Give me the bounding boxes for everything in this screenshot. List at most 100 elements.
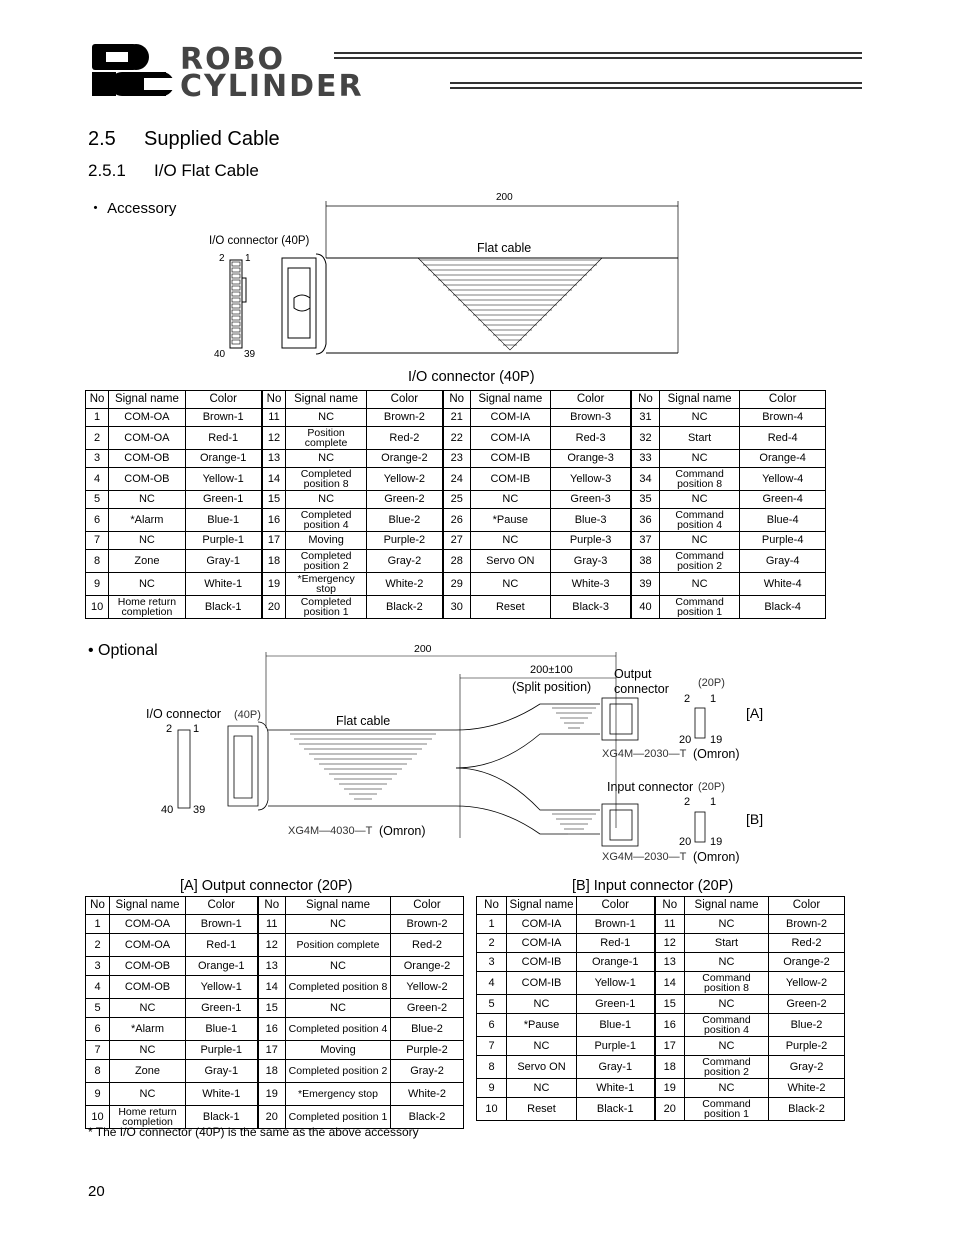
signal-name-cell: Command position 1 (684, 1097, 769, 1121)
pin-number-cell: 7 (84, 531, 110, 550)
column-header: Signal name (469, 390, 552, 409)
pin-number-cell: 13 (256, 956, 286, 976)
wire-color-cell: Yellow-2 (768, 971, 845, 995)
wire-color-cell: Yellow-4 (739, 467, 826, 491)
pin-number-cell: 34 (630, 467, 660, 491)
pin-number-cell: 5 (85, 998, 110, 1018)
signal-name-cell: Start (658, 426, 741, 450)
pin-number-cell: 26 (441, 508, 471, 532)
wire-color-cell: Orange-2 (365, 449, 444, 468)
signal-name-cell: Servo ON (506, 1055, 577, 1079)
signal-name-cell: COM-IA (506, 933, 577, 953)
wire-color-cell: Green-3 (550, 490, 632, 509)
pin-number-cell: 9 (85, 1082, 110, 1106)
pin-number-cell: 18 (256, 1059, 286, 1083)
pin-number-cell: 6 (84, 508, 110, 532)
column-header: Color (550, 390, 632, 409)
pin-number-cell: 13 (653, 952, 685, 972)
signal-name-cell: Command position 2 (684, 1055, 769, 1079)
wire-color-cell: Red-1 (576, 933, 655, 953)
pin-number-cell: 12 (260, 426, 287, 450)
column-header: No (653, 896, 685, 915)
column-header: No (441, 390, 471, 409)
column-header: Signal name (506, 896, 577, 915)
pin-number-cell: 19 (260, 572, 287, 596)
pin-number-cell: 36 (630, 508, 660, 532)
wire-color-cell: Green-1 (185, 998, 258, 1018)
pin-number-cell: 4 (84, 467, 110, 491)
signal-name-cell: NC (684, 1078, 769, 1098)
pin-number-cell: 20 (653, 1097, 685, 1121)
section-number: 2.5 (88, 128, 116, 150)
accessory-dim-length: 200 (496, 192, 513, 203)
wire-color-cell: White-2 (768, 1078, 845, 1098)
accessory-connector-label: I/O connector (40P) (209, 235, 310, 247)
wire-color-cell: Orange-1 (576, 952, 655, 972)
column-header: Color (185, 896, 258, 915)
out-pin-20: 20 (679, 734, 692, 746)
wire-color-cell: Blue-3 (550, 508, 632, 532)
pin-number-cell: 32 (630, 426, 660, 450)
wire-color-cell: Gray-1 (576, 1055, 655, 1079)
pin-number-cell: 2 (84, 426, 110, 450)
out-pin-19: 19 (710, 734, 723, 746)
wire-color-cell: Gray-1 (184, 549, 263, 573)
pin-number-cell: 15 (260, 490, 287, 509)
wire-color-cell: Green-2 (768, 994, 845, 1014)
signal-name-cell: Home return completion (109, 1105, 186, 1129)
wire-color-cell: Red-1 (184, 426, 263, 450)
wire-color-cell: Red-2 (768, 933, 845, 953)
accessory-cable-drawing (229, 201, 679, 355)
signal-name-cell: Completed position 2 (285, 549, 367, 573)
signal-name-cell: Reset (469, 595, 552, 619)
pin-number-cell: 33 (630, 449, 660, 468)
signal-name-cell: COM-IB (506, 971, 577, 995)
pin-number-cell: 11 (653, 914, 685, 934)
signal-name-cell: NC (506, 1078, 577, 1098)
wire-color-cell: Purple-1 (185, 1040, 258, 1060)
pin-number-cell: 11 (256, 914, 286, 934)
accessory-bullet: ・ Accessory (88, 200, 177, 217)
pin-number-cell: 1 (84, 408, 110, 427)
signal-name-cell: Completed position 1 (285, 1105, 391, 1129)
pin-number-cell: 21 (441, 408, 471, 427)
wire-color-cell: Red-4 (739, 426, 826, 450)
output-pins-label: (20P) (698, 677, 725, 689)
signal-name-cell: NC (684, 1036, 769, 1056)
pin-number-cell: 39 (630, 572, 660, 596)
wire-color-cell: Black-3 (550, 595, 632, 619)
signal-name-cell: NC (684, 994, 769, 1014)
wire-color-cell: Blue-1 (185, 1017, 258, 1041)
omron-20a: (Omron) (693, 747, 740, 761)
accessory-pin-40: 40 (214, 349, 226, 360)
signal-name-cell: Command position 8 (658, 467, 741, 491)
pin-number-cell: 15 (256, 998, 286, 1018)
pin-number-cell: 7 (476, 1036, 507, 1056)
subsection-number: 2.5.1 (88, 161, 126, 180)
io-connector-label: I/O connector (146, 707, 222, 721)
pin-number-cell: 3 (84, 449, 110, 468)
pin-number-cell: 4 (85, 975, 110, 999)
wire-color-cell: Purple-4 (739, 531, 826, 550)
pin-number-cell: 40 (630, 595, 660, 619)
pin-number-cell: 37 (630, 531, 660, 550)
table-a-title: [A] Output connector (20P) (180, 878, 353, 894)
wire-color-cell: Black-1 (184, 595, 263, 619)
signal-name-cell: *Pause (469, 508, 552, 532)
pin-number-cell: 17 (256, 1040, 286, 1060)
pin-number-cell: 35 (630, 490, 660, 509)
wire-color-cell: Purple-1 (576, 1036, 655, 1056)
signal-name-cell: COM-IA (469, 426, 552, 450)
signal-name-cell: COM-OA (108, 408, 186, 427)
pin-number-cell: 29 (441, 572, 471, 596)
